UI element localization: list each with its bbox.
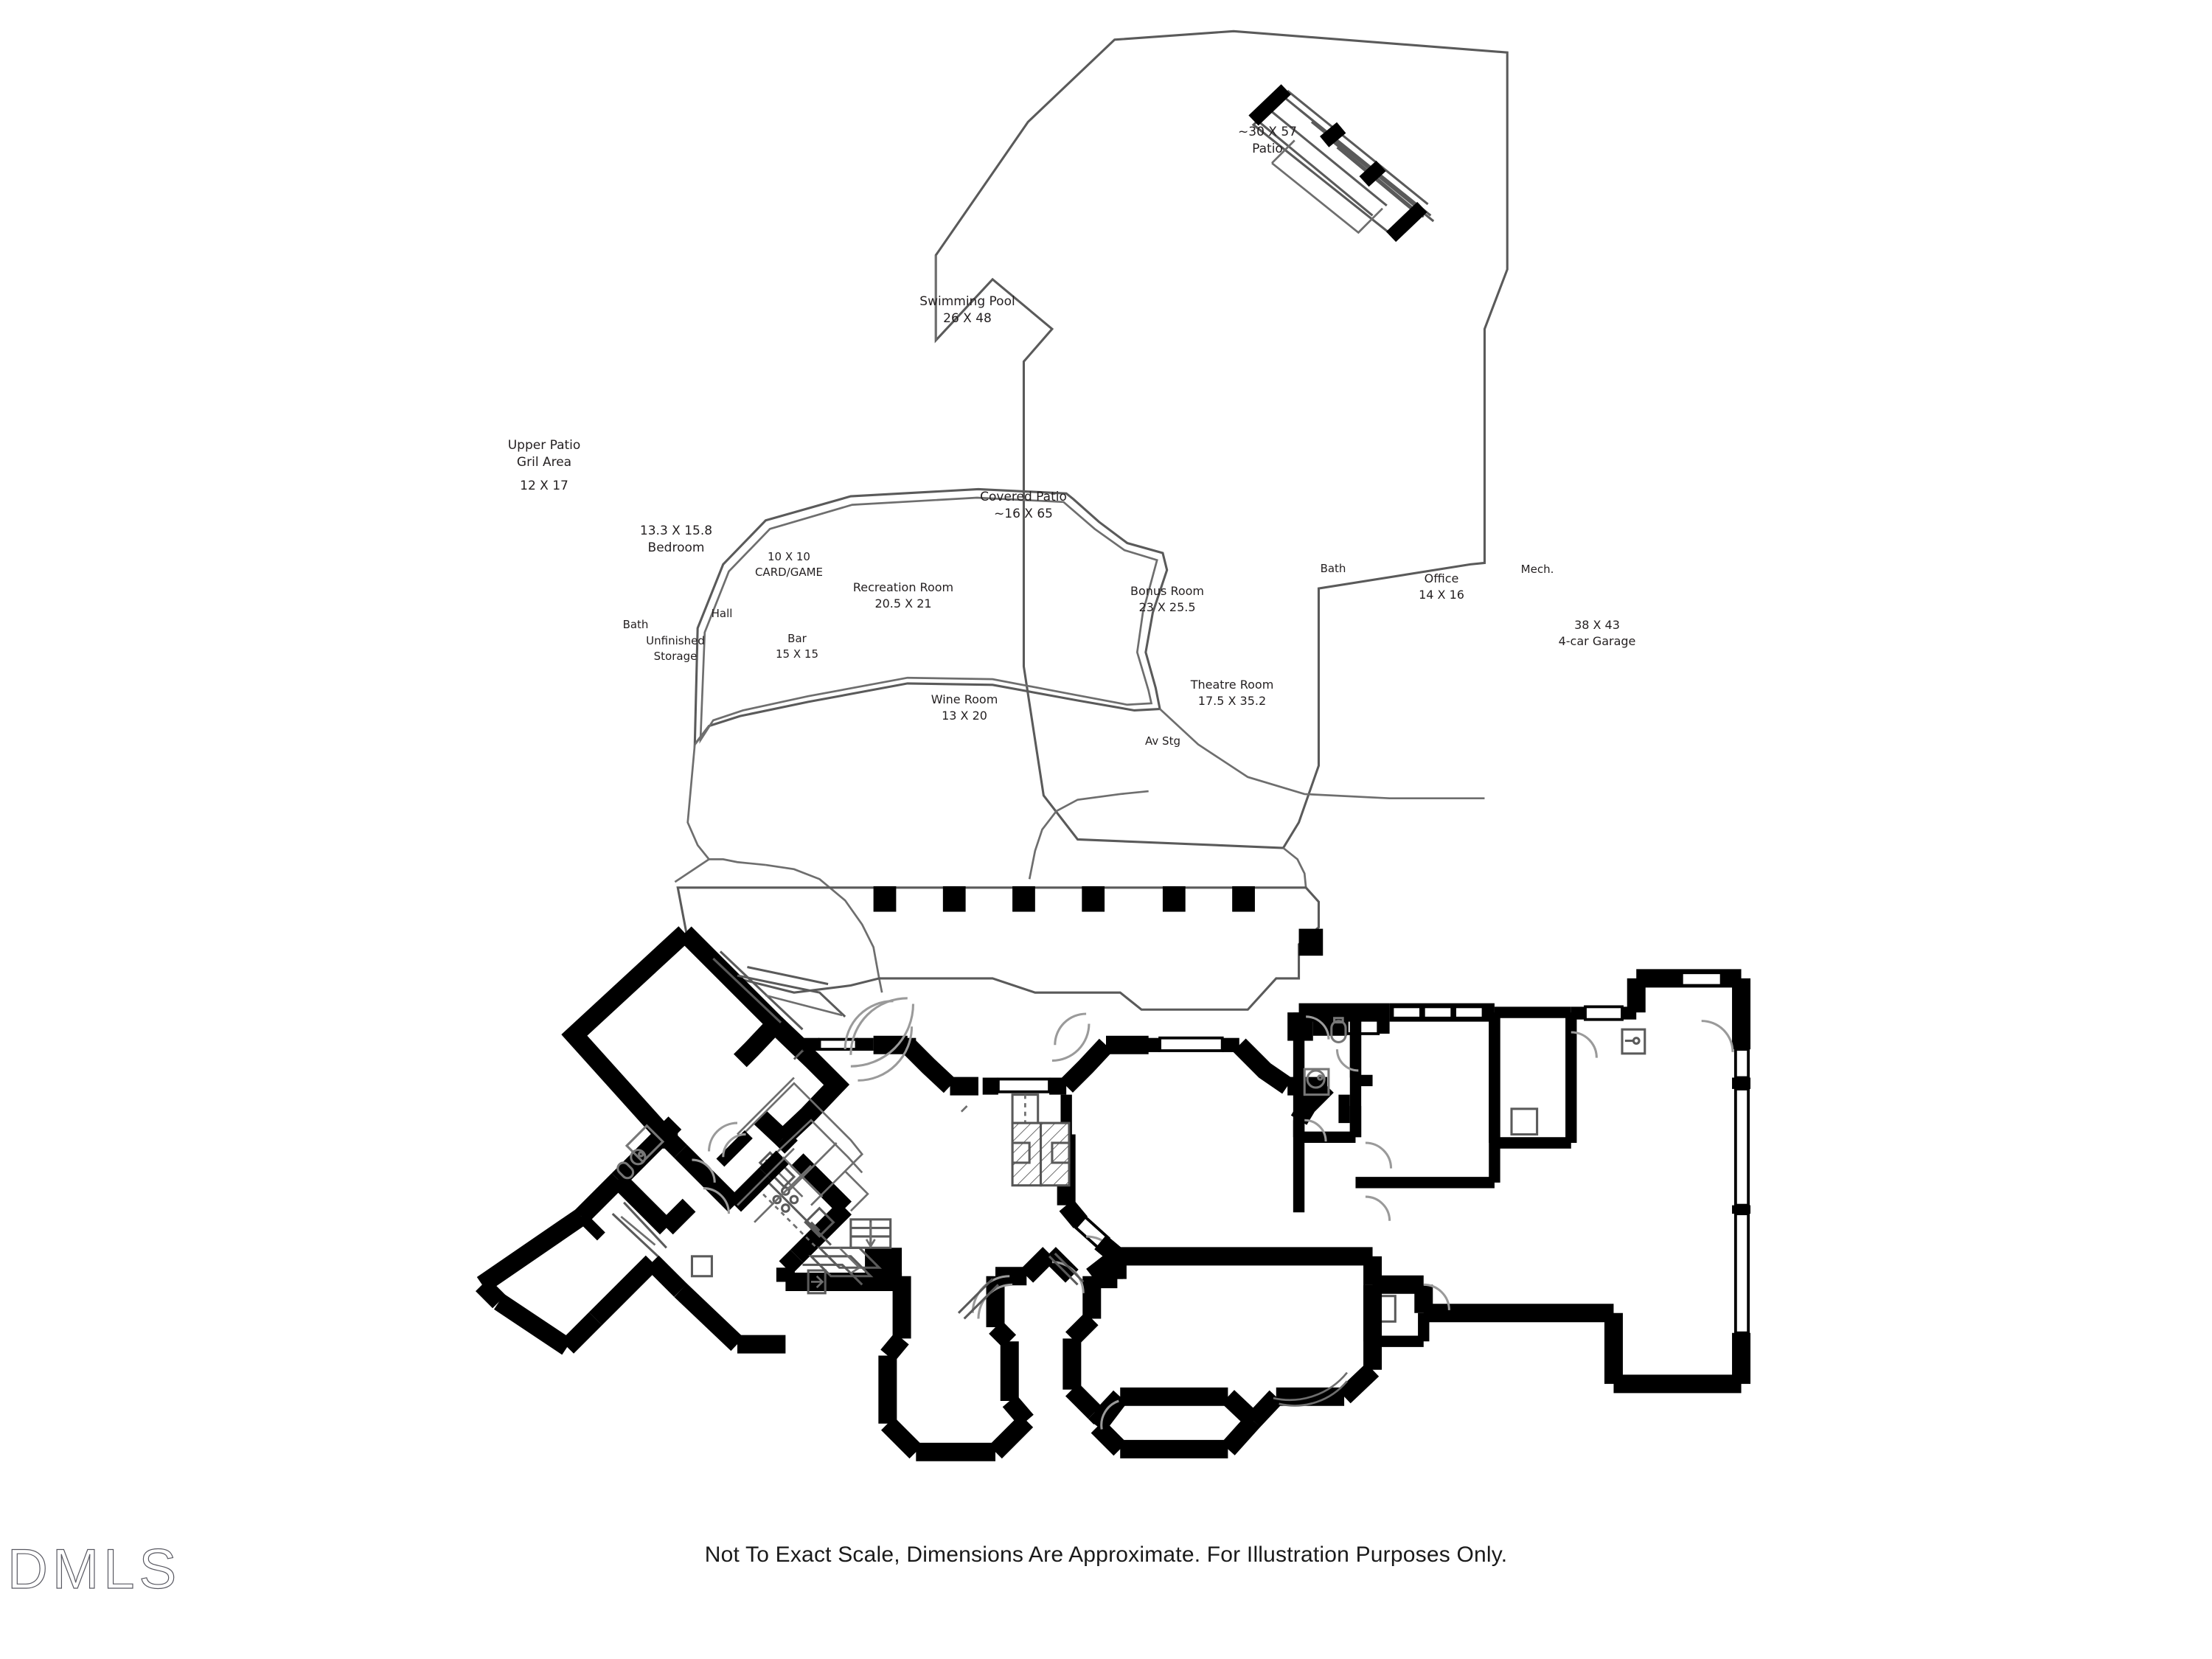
bonus-south-wall (1094, 1235, 1382, 1285)
wine-room-walls (878, 1247, 1085, 1461)
patio-outline-group (934, 29, 1509, 849)
rec-room-guides (737, 1077, 968, 1135)
lot-contour-lines (674, 708, 1485, 993)
deck-steps (1248, 84, 1435, 243)
patio-boundary (934, 29, 1509, 849)
bedroom-cardgame-window (802, 1037, 874, 1051)
fireplace-hatch (1011, 1121, 1071, 1187)
hall-bath-storage-walls (476, 1116, 824, 1355)
bath-office-mech-block (1293, 1003, 1637, 1221)
covered-patio-outline (676, 886, 1320, 1011)
bedroom-sliding-doors (712, 950, 846, 1036)
stair-treads (802, 1218, 892, 1295)
dmls-watermark: DMLS (7, 1537, 181, 1601)
covered-patio-columns (873, 886, 1324, 956)
door-swings-rec-north (844, 997, 1091, 1082)
swimming-pool-outline (693, 487, 1169, 748)
recreation-room-north-walls (873, 1012, 1390, 1096)
garage-walls (1363, 969, 1751, 1394)
disclaimer-note: Not To Exact Scale, Dimensions Are Appro… (704, 1543, 1508, 1567)
